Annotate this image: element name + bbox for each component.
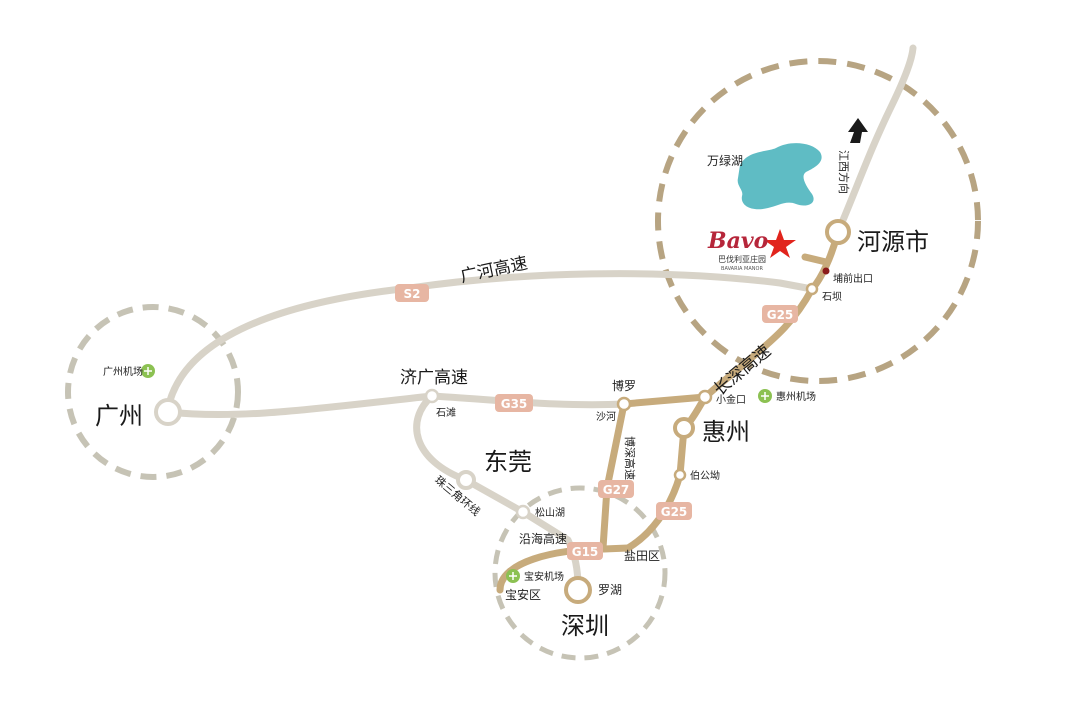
dongguan-node: [456, 470, 476, 490]
boshen-highway-road: [599, 400, 628, 552]
g27-shield-label: G27: [603, 483, 630, 497]
heyuan-node: [825, 219, 851, 245]
g35-shield-label: G35: [501, 397, 528, 411]
g27-shield: [598, 480, 634, 498]
boluo-label: 博罗: [612, 378, 636, 393]
shiba-label: 石坝: [822, 291, 842, 303]
g25-shield-north: [762, 305, 798, 323]
boluo-node: [616, 396, 632, 412]
shiba-node: [805, 282, 819, 296]
airport-icons: [141, 364, 772, 583]
wanlvhu-label: 万绿湖: [707, 153, 743, 168]
shitan-label: 石滩: [436, 406, 456, 419]
lake-shape: [737, 143, 822, 210]
buqian-exit-road: [801, 253, 830, 266]
resort-name-label: 巴伐利亚庄园: [718, 254, 766, 264]
g35-shield: [495, 394, 533, 412]
jiangxi-direction-label: 江西方向: [837, 150, 851, 194]
huizhou-label: 惠州: [702, 418, 750, 446]
huizhou-airport-label: 惠州机场: [776, 390, 816, 403]
buqian-exit-label: 埔前出口: [833, 272, 873, 285]
bogongao-label: 伯公坳: [690, 469, 720, 482]
heyuan-region-circle: [655, 58, 981, 384]
boshen-highway-label: 博深高速: [623, 436, 637, 480]
g15-shield-label: G15: [572, 545, 599, 559]
buqian-exit-node: [822, 267, 830, 275]
s2-shield-label: S2: [404, 287, 421, 301]
songshanhu-label: 松山湖: [535, 506, 565, 519]
highway-shields: [395, 284, 798, 560]
jiangxi-road: [834, 44, 917, 236]
baoan-airport-label: 宝安机场: [524, 570, 564, 583]
yanhai-highway-label: 沿海高速: [519, 531, 567, 546]
guangzhou-airport-label: 广州机场: [103, 365, 143, 378]
guangzhou-node: [154, 398, 182, 426]
yantian-label: 盐田区: [624, 549, 660, 563]
shenzhen-region-circle: [492, 485, 668, 661]
jiguang-highway-label: 济广高速: [400, 368, 468, 388]
heyuan-label: 河源市: [857, 228, 929, 256]
resort-logo: Bavo: [707, 228, 768, 254]
dongguan-label: 东莞: [484, 448, 532, 476]
north-arrow-icon: [848, 118, 868, 143]
shahe-label: 沙河: [596, 411, 616, 423]
xiaojinkou-node: [697, 389, 713, 405]
jiguang-highway-road: [164, 392, 628, 419]
boluo-link-road: [620, 393, 709, 408]
g15-shield: [567, 542, 603, 560]
guangzhou-label: 广州: [95, 402, 143, 430]
g25-shield-south-label: G25: [661, 505, 688, 519]
luohu-label: 罗湖: [598, 582, 622, 597]
s2-shield: [395, 284, 429, 302]
songshanhu-node: [515, 504, 531, 520]
g25-shield-north-label: G25: [767, 308, 794, 322]
guangzhou-region-circle: [65, 304, 241, 480]
shenzhen-label: 深圳: [561, 612, 609, 640]
bogongao-node: [673, 468, 687, 482]
shitan-node: [424, 388, 440, 404]
shenzhen-node: [564, 576, 592, 604]
resort-name-en-label: BAVARIA MANOR: [721, 266, 763, 272]
resort-star-icon: [764, 229, 796, 258]
g25-shield-south: [656, 502, 692, 520]
baoan-label: 宝安区: [505, 587, 541, 602]
huizhou-node: [673, 417, 695, 439]
xiaojinkou-label: 小金口: [716, 393, 746, 406]
